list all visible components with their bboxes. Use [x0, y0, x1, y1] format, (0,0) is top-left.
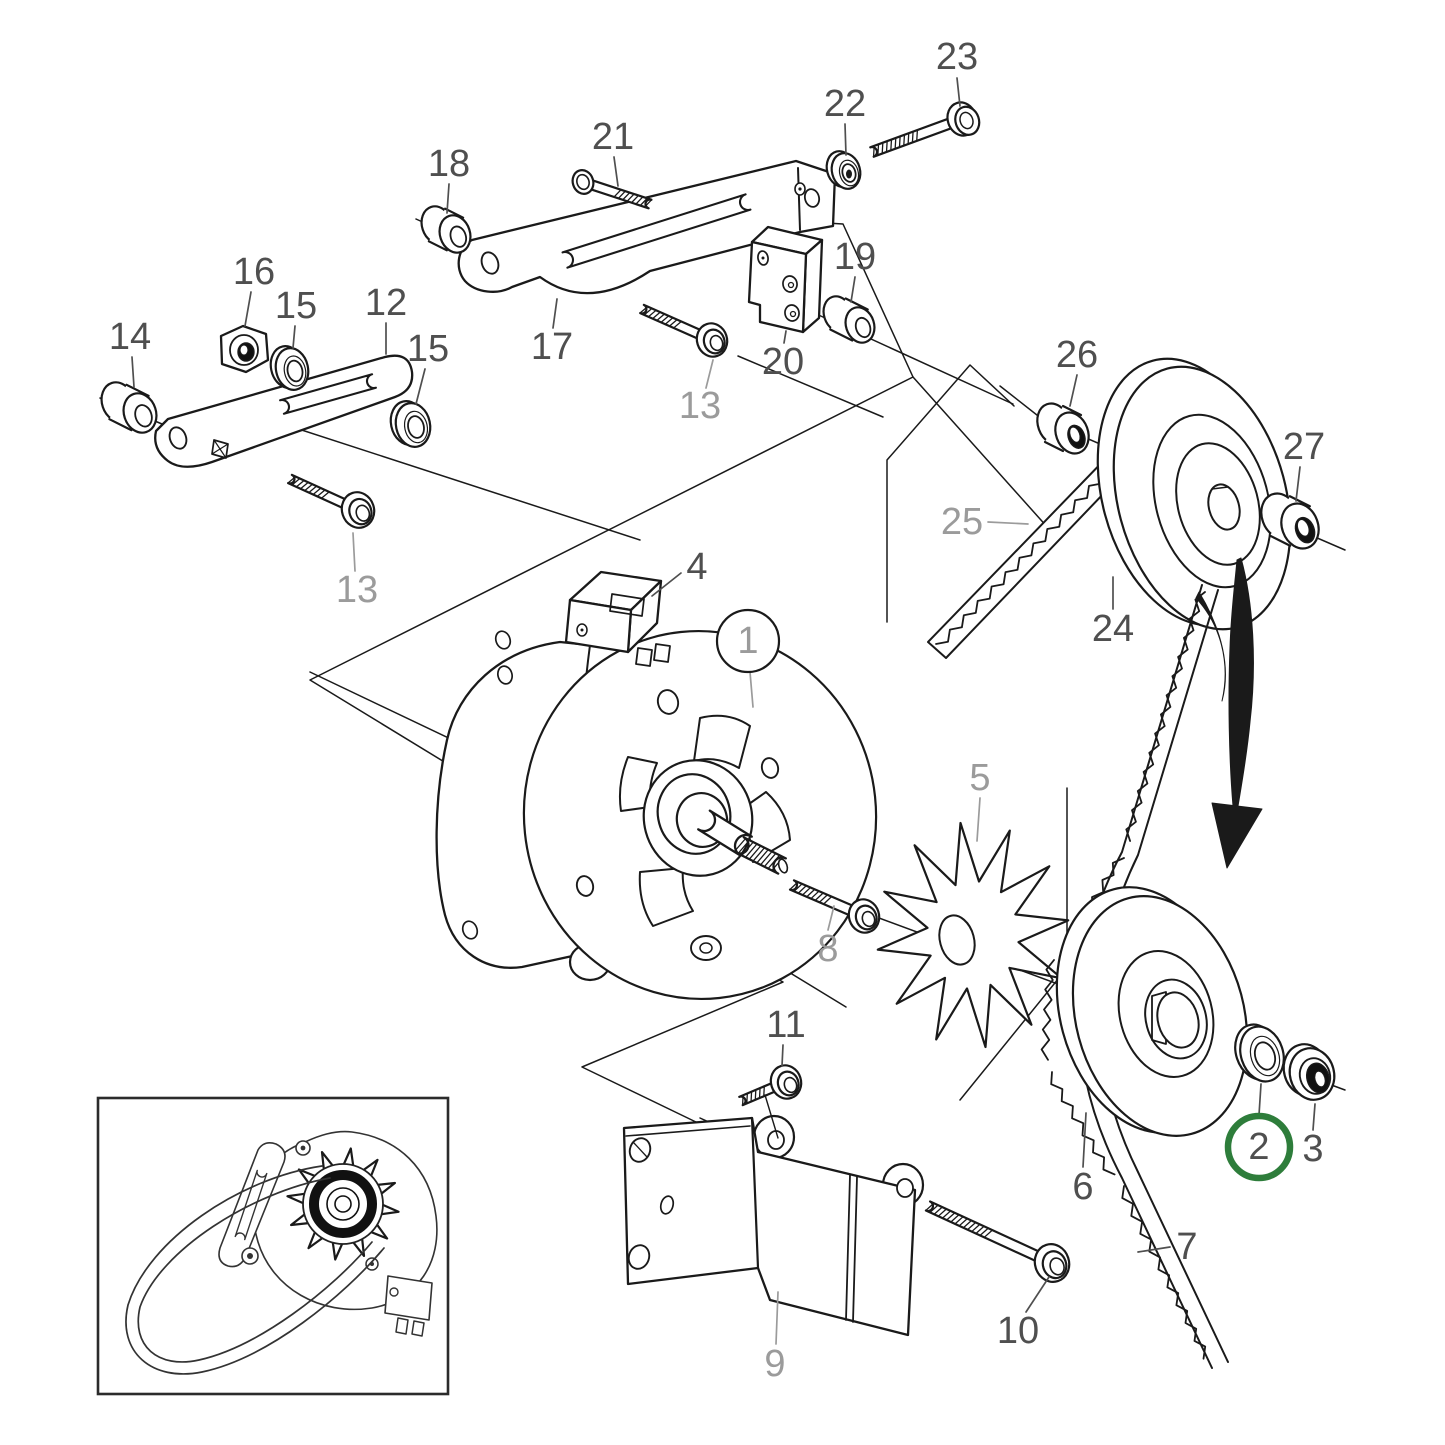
- label-leader-lines: [131, 77, 1316, 1345]
- part-drawings: [100, 101, 1336, 1369]
- callout-balloon-circle: [715, 608, 781, 674]
- part-label-4: 4: [686, 546, 707, 588]
- leader-line-18: [446, 183, 450, 214]
- part-label-22: 22: [824, 83, 866, 125]
- leader-line-7: [1137, 1246, 1171, 1253]
- part-label-11: 11: [766, 1004, 805, 1046]
- leader-line-13: [705, 359, 714, 389]
- part-label-21: 21: [592, 116, 634, 158]
- part-label-8: 8: [817, 928, 838, 970]
- leader-line-5: [976, 797, 981, 842]
- leader-line-13: [352, 532, 356, 572]
- part-label-10: 10: [997, 1310, 1039, 1352]
- part-label-14: 14: [109, 316, 151, 358]
- part-label-15: 15: [407, 328, 449, 370]
- part-label-16: 16: [233, 251, 275, 293]
- leader-line-15: [292, 325, 296, 349]
- part-label-7: 7: [1176, 1226, 1197, 1268]
- leader-line-1: [749, 671, 754, 708]
- leader-line-8: [827, 905, 835, 931]
- part-label-13: 13: [336, 569, 378, 611]
- part-label-15: 15: [275, 285, 317, 327]
- leader-line-16: [244, 291, 252, 327]
- leader-line-3: [1312, 1103, 1316, 1131]
- highlight-circle-green: [1224, 1112, 1294, 1182]
- part-label-9: 9: [764, 1343, 785, 1385]
- part-label-23: 23: [936, 36, 978, 78]
- leader-line-10: [1025, 1276, 1050, 1313]
- leader-line-21: [613, 156, 619, 187]
- leader-line-2: [1258, 1083, 1262, 1116]
- part-label-24: 24: [1092, 608, 1134, 650]
- leader-line-15: [415, 368, 426, 405]
- part-label-12: 12: [365, 282, 407, 324]
- leader-line-19: [850, 276, 856, 303]
- part-label-20: 20: [762, 341, 804, 383]
- part-label-2-circled: 2: [1248, 1126, 1269, 1168]
- leader-line-11: [781, 1044, 784, 1067]
- leader-line-6: [1082, 1112, 1087, 1168]
- part-label-1-balloon: 1: [737, 620, 758, 662]
- part-label-13: 13: [679, 385, 721, 427]
- leader-line-4: [651, 572, 682, 597]
- part-label-18: 18: [428, 143, 470, 185]
- leader-line-20: [783, 330, 787, 344]
- leader-line-22: [844, 123, 847, 156]
- leader-line-23: [956, 77, 961, 107]
- part-label-26: 26: [1056, 334, 1098, 376]
- leader-line-26: [1069, 374, 1078, 407]
- belt-routing-inset: [96, 1096, 450, 1396]
- leader-line-17: [552, 298, 558, 329]
- part-label-27: 27: [1283, 426, 1325, 468]
- part-label-3: 3: [1302, 1128, 1323, 1170]
- leader-line-25: [987, 521, 1029, 525]
- leader-line-9: [775, 1291, 779, 1345]
- leader-line-14: [131, 356, 135, 388]
- part-label-25: 25: [941, 501, 983, 543]
- leader-line-27: [1295, 466, 1301, 502]
- part-label-19: 19: [834, 236, 876, 278]
- part-label-17: 17: [531, 326, 573, 368]
- part-label-6: 6: [1072, 1166, 1093, 1208]
- part-label-5: 5: [969, 757, 990, 799]
